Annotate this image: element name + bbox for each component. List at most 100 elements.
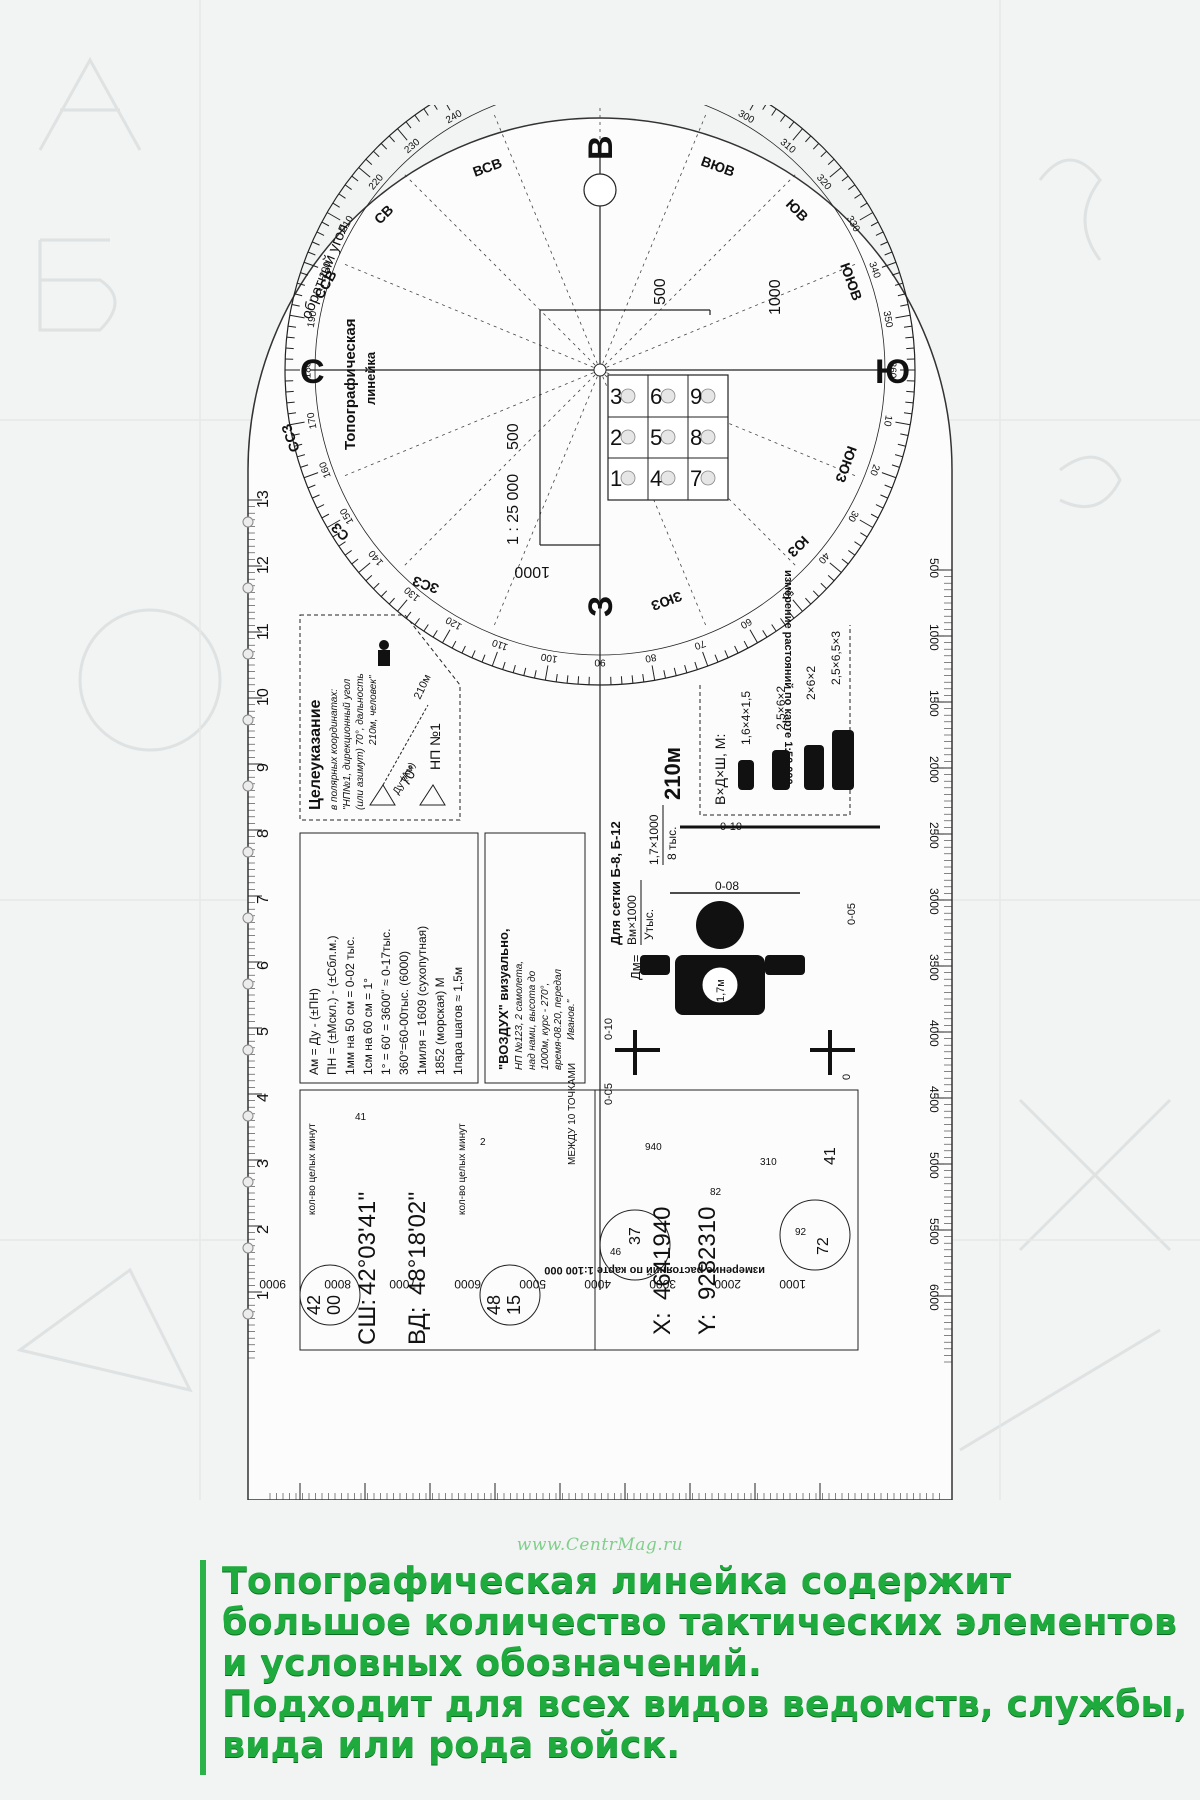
target-title: Целеуказание: [307, 699, 324, 810]
svg-text:37: 37: [627, 1227, 644, 1245]
protractor-tick: [405, 121, 412, 129]
protractor-tick: [446, 105, 451, 111]
compass-ray: [599, 171, 799, 371]
protractor-tick: [854, 193, 862, 199]
grid-number: 8: [690, 425, 702, 450]
protractor-tick: [287, 412, 297, 415]
binder-hole: [242, 1308, 254, 1320]
svg-text:2,5×6,5×3: 2,5×6,5×3: [829, 631, 843, 685]
svg-text:48: 48: [484, 1295, 504, 1315]
dist50-label: 4000: [927, 1020, 941, 1047]
compass-ray: [599, 369, 859, 478]
protractor-tick: [743, 640, 749, 649]
protractor-tick: [307, 484, 316, 489]
protractor-tick: [724, 650, 729, 658]
compass-ray: [401, 369, 601, 569]
watermark: www.CentrMag.ru: [516, 1535, 684, 1555]
protractor-tick: [303, 261, 319, 268]
protractor-tick: [294, 443, 303, 447]
binder-hole: [242, 582, 254, 594]
dist100-label: 9000: [259, 1277, 286, 1291]
dist50-label: 2000: [927, 756, 941, 783]
svg-text:0: 0: [841, 1074, 853, 1080]
svg-text:Иванов.": Иванов.": [566, 999, 577, 1040]
degree-label: 300: [736, 108, 756, 126]
grid-hole: [660, 429, 676, 445]
cm-mark: 12: [255, 556, 272, 574]
svg-text:2,5×6×2: 2,5×6×2: [774, 686, 788, 730]
grid-hole: [660, 470, 676, 486]
air-box: "ВОЗДУХ" визуально, НП №123, 2 самолета,…: [484, 832, 586, 1084]
protractor-tick: [642, 673, 645, 683]
protractor-tick: [512, 664, 516, 673]
protractor-tick: [805, 135, 812, 143]
cm-mark: 4: [255, 1093, 272, 1102]
cm-mark: 2: [255, 1225, 272, 1234]
grid-hole: [700, 429, 716, 445]
dist100-label: 7000: [389, 1277, 416, 1291]
compass-ray: [341, 262, 601, 371]
grid-hole: [620, 388, 636, 404]
protractor-tick: [812, 143, 820, 150]
protractor-tick: [859, 519, 874, 528]
protractor-tick: [433, 105, 438, 110]
protractor-tick: [321, 513, 330, 519]
dist100-label: 1000: [779, 1277, 806, 1291]
svg-text:310: 310: [760, 1157, 777, 1168]
compass-north: С: [300, 353, 325, 391]
svg-text:1000м, курс - 270°,: 1000м, курс - 270°,: [540, 983, 551, 1070]
grid-1000-a: 1000: [767, 279, 784, 315]
svg-text:2: 2: [480, 1137, 486, 1148]
svg-text:X:: X:: [649, 1312, 676, 1335]
protractor-tick: [829, 562, 842, 573]
protractor-tick: [812, 590, 820, 597]
svg-text:82: 82: [710, 1187, 722, 1198]
svg-text:"НП№1, дирекционный угол: "НП№1, дирекционный угол: [342, 678, 353, 810]
protractor-tick: [805, 597, 812, 605]
protractor-tick: [820, 582, 827, 590]
binder-hole: [242, 516, 254, 528]
svg-text:48°18'02'': 48°18'02'': [404, 1192, 431, 1295]
svg-text:92: 92: [795, 1227, 807, 1238]
degree-label: 340: [866, 260, 882, 280]
protractor-tick: [365, 575, 373, 582]
protractor-tick: [884, 251, 893, 256]
protractor-tick: [338, 193, 346, 199]
svg-text:НП №123, 2 самолета,: НП №123, 2 самолета,: [514, 961, 525, 1070]
caption-line-1: Топографическая линейка содержит: [222, 1559, 1011, 1602]
degree-label: 60: [738, 615, 754, 630]
svg-text:МЕЖДУ 10 ТОЧКАМИ: МЕЖДУ 10 ТОЧКАМИ: [567, 1063, 578, 1165]
protractor-tick: [491, 651, 498, 667]
caption-line-4: Подходит для всех видов ведомств, службы…: [222, 1682, 1188, 1725]
degree-label: 170: [306, 411, 320, 430]
vehicle-dims: В×Д×Ш, М: 1,6×4×1,5 2,5×6×2 2×6×2 2,5×6,…: [699, 625, 854, 816]
protractor-tick: [566, 675, 569, 684]
protractor-tick: [373, 150, 380, 158]
protractor-tick: [338, 541, 346, 547]
grid-hole: [700, 470, 716, 486]
protractor-tick: [771, 108, 777, 116]
protractor-tick: [326, 519, 341, 528]
protractor-tick: [891, 464, 900, 468]
caption-line-3: и условных обозначений.: [222, 1641, 762, 1684]
dist-50000-title: измерение растояний по карте 1:50 000: [782, 570, 794, 785]
protractor-tick: [827, 575, 835, 582]
protractor-tick: [788, 121, 795, 129]
protractor-tick: [749, 105, 754, 111]
protractor-tick: [577, 676, 580, 685]
scale-label: 1 : 25 000: [505, 474, 522, 545]
protractor-tick: [762, 630, 768, 638]
protractor-tick: [523, 667, 527, 676]
protractor-tick: [344, 550, 352, 556]
protractor-tick: [332, 532, 340, 538]
svg-text:8 тыс.: 8 тыс.: [665, 827, 679, 860]
grid-hole: [700, 388, 716, 404]
svg-text:0-05: 0-05: [846, 903, 858, 925]
protractor-tick: [906, 390, 915, 393]
cm-mark: 7: [255, 895, 272, 904]
mil-figure: 0-10 0-08 0-05 1,7м 0-10 0-05 0: [603, 821, 880, 1105]
dist50-label: 4500: [927, 1086, 941, 1113]
grid-number: 6: [650, 384, 662, 409]
svg-text:Утыс.: Утыс.: [642, 909, 656, 940]
